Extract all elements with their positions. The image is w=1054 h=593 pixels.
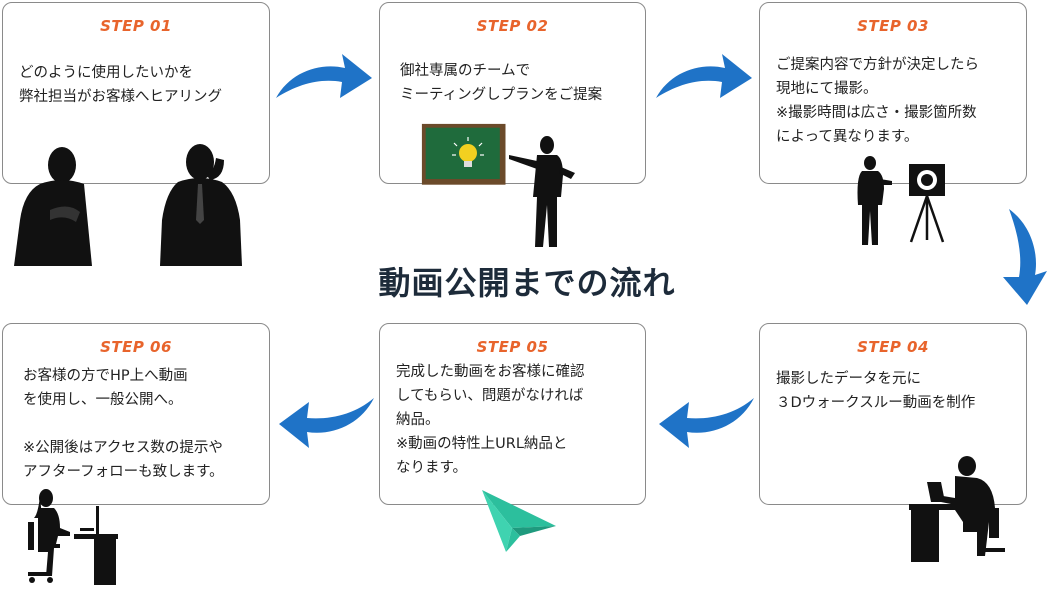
presenter-silhouette-icon: [509, 136, 575, 247]
computer-user-silhouette-icon: [28, 489, 118, 585]
step-04-card: STEP 04 撮影したデータを元に ３Dウォークスルー動画を制作: [759, 323, 1027, 505]
arrow-down-icon: [1003, 209, 1047, 305]
step-03-label: STEP 03: [857, 17, 929, 35]
photographer-silhouette-icon: [857, 156, 892, 245]
step-06-text: お客様の方でHP上へ動画 を使用し、一般公開へ。 ※公開後はアクセス数の提示や …: [23, 368, 224, 480]
step-04-text: 撮影したデータを元に ３Dウォークスルー動画を制作: [776, 371, 976, 411]
step-03-text: ご提案内容で方針が決定したら 現地にて撮影。 ※撮影時間は広さ・撮影箇所数 によ…: [776, 57, 979, 145]
lightbulb-icon: [452, 137, 484, 167]
desk-worker-silhouette-icon: [909, 456, 1005, 562]
paper-plane-icon: [482, 490, 556, 552]
arrow-right-icon: [276, 54, 372, 98]
diagram-title: 動画公開までの流れ: [378, 264, 676, 302]
camera-tripod-icon: [909, 164, 945, 243]
step-02-text: 御社専属のチームで ミーティングしプランをご提案: [400, 63, 603, 103]
step-05-card: STEP 05 完成した動画をお客様に確認 してもらい、問題がなければ 納品。 …: [379, 323, 646, 505]
arrow-right-icon: [656, 54, 752, 98]
arrow-left-icon: [659, 398, 754, 448]
step-02-label: STEP 02: [476, 17, 549, 35]
step-04-label: STEP 04: [857, 338, 929, 356]
step-05-text: 完成した動画をお客様に確認 してもらい、問題がなければ 納品。 ※動画の特性上U…: [396, 364, 585, 476]
step-06-label: STEP 06: [100, 338, 172, 356]
step-05-label: STEP 05: [476, 338, 549, 356]
step-01-card: STEP 01 どのように使用したいかを 弊社担当がお客様へヒアリング: [2, 2, 270, 184]
step-06-card: STEP 06 お客様の方でHP上へ動画 を使用し、一般公開へ。 ※公開後はアク…: [2, 323, 270, 505]
businessmen-silhouette-icon: [14, 144, 242, 266]
step-01-text: どのように使用したいかを 弊社担当がお客様へヒアリング: [19, 65, 222, 105]
step-01-label: STEP 01: [100, 17, 172, 35]
arrow-left-icon: [279, 398, 374, 448]
step-03-card: STEP 03 ご提案内容で方針が決定したら 現地にて撮影。 ※撮影時間は広さ・…: [759, 2, 1027, 184]
